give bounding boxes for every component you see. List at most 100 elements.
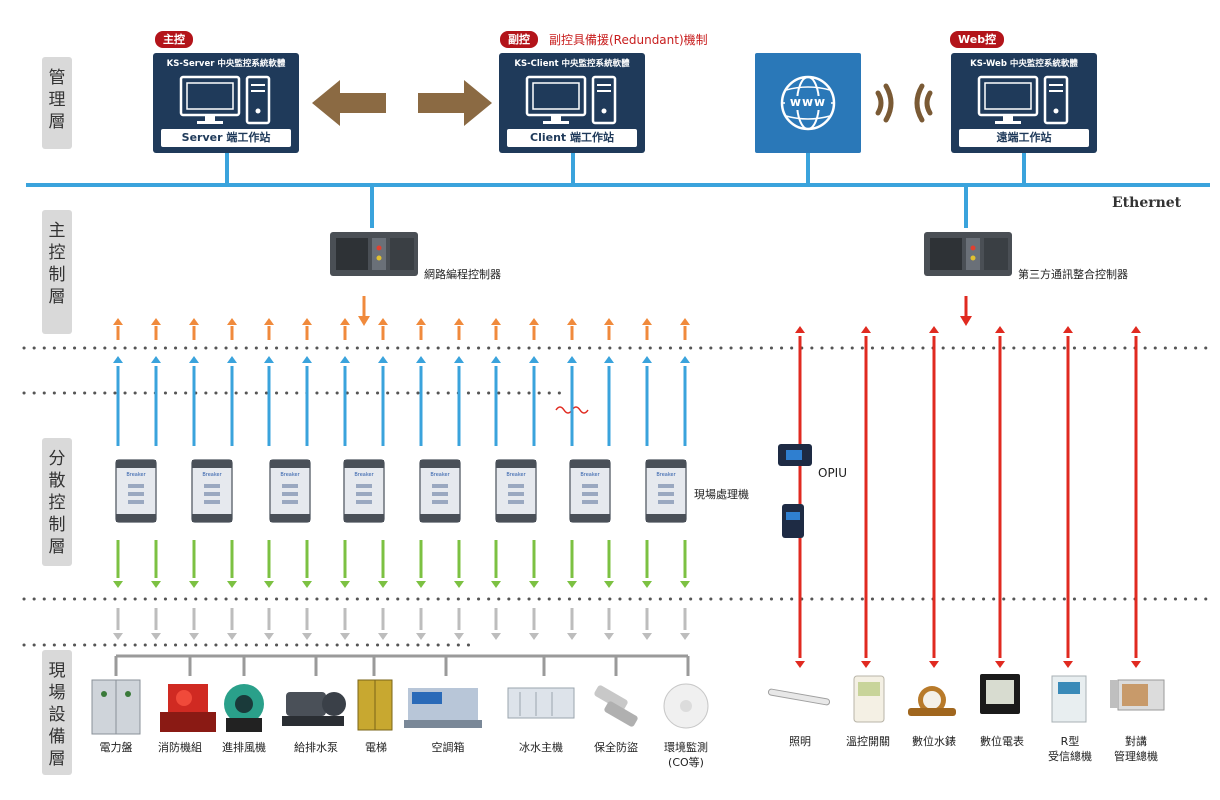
layer-label-field: 現場設備層 (42, 650, 72, 775)
equipment-chiller-icon (507, 687, 575, 719)
field-processor-module-icon: Breaker (343, 459, 385, 523)
left-arrow-column (416, 318, 426, 640)
workstation-label: Server 端工作站 (161, 129, 291, 147)
computer-icon (977, 75, 1069, 125)
left-arrow-column (302, 318, 312, 640)
module-brand-label: Breaker (202, 472, 222, 478)
equipment-fire-panel-icon (1051, 675, 1087, 723)
red-bidirectional-arrow (995, 326, 1005, 668)
left-arrow-column (567, 318, 577, 640)
field-processor-label: 現場處理機 (694, 488, 749, 501)
equipment-water-pump-icon (282, 692, 346, 726)
module-brand-label: Breaker (354, 472, 374, 478)
left-arrow-column (642, 318, 652, 640)
equipment-security-sensor-icon (594, 685, 638, 727)
workstation-web[interactable]: KS-Web 中央監控系統軟體 遠端工作站 (951, 53, 1097, 153)
equipment-label: 空調箱 (408, 740, 488, 755)
opiu-device-icon (778, 444, 812, 538)
equipment-name: 對講 (1125, 735, 1147, 748)
left-arrow-column (189, 318, 199, 640)
equipment-name: 環境監測 (664, 741, 708, 754)
equipment-label: 電梯 (336, 740, 416, 755)
equipment-label: 給排水泵 (276, 740, 356, 755)
equipment-name: 進排風機 (222, 741, 266, 754)
network-controller-icon (330, 232, 418, 276)
layer-label-main-control: 主控制層 (42, 210, 72, 334)
equipment-name: 電力盤 (99, 741, 133, 754)
field-processor-module-icon: Breaker (569, 459, 611, 523)
opiu-label: OPIU (818, 466, 848, 480)
equipment-subname: 受信總機 (1048, 750, 1092, 763)
red-bidirectional-arrow (929, 326, 939, 668)
field-processor-modules: Breaker Breaker Breaker Breaker Breaker Break… (115, 459, 687, 523)
arrow-right-icon (418, 80, 492, 126)
equipment-label: 對講管理總機 (1096, 734, 1176, 764)
equipment-label: R型受信總機 (1030, 734, 1110, 764)
equipment-subname: (CO等) (668, 756, 704, 769)
role-badge-secondary: 副控 (500, 31, 538, 48)
equipment-label: 溫控開關 (828, 734, 908, 749)
role-badge-web: Web控 (950, 31, 1005, 48)
equipment-name: 空調箱 (431, 741, 465, 754)
equipment-light-icon (767, 688, 831, 706)
ethernet-bus (26, 153, 1210, 228)
module-brand-label: Breaker (506, 472, 526, 478)
equipment-thermostat-icon (853, 675, 885, 723)
equipment-name: 冰水主機 (519, 741, 563, 754)
field-processor-module-icon: Breaker (269, 459, 311, 523)
layer-label-management: 管理層 (42, 57, 72, 149)
module-brand-label: Breaker (280, 472, 300, 478)
sync-arrows (312, 80, 492, 126)
ethernet-label: Ethernet (1112, 195, 1182, 211)
module-brand-label: Breaker (656, 472, 676, 478)
equipment-power-meter-icon (980, 674, 1020, 714)
equipment-label: 進排風機 (204, 740, 284, 755)
field-processor-module-icon: Breaker (495, 459, 537, 523)
right-signal-arrows (795, 326, 1141, 668)
equipment-label: 照明 (760, 734, 840, 749)
left-arrow-column (680, 318, 690, 640)
workstation-title: KS-Server 中央監控系統軟體 (166, 59, 286, 69)
red-bidirectional-arrow (1131, 326, 1141, 668)
role-badge-main: 主控 (155, 31, 193, 48)
equipment-intercom-icon (1110, 679, 1165, 711)
left-arrow-column (340, 318, 350, 640)
layer-label-text: 管理層 (48, 68, 66, 132)
role-note-redundant: 副控具備援(Redundant)機制 (549, 33, 708, 47)
red-bidirectional-arrow (1063, 326, 1073, 668)
equipment-label: 數位電表 (962, 734, 1042, 749)
third-party-controller-label: 第三方通訊整合控制器 (1018, 268, 1128, 281)
workstation-title: KS-Web 中央監控系統軟體 (970, 59, 1078, 69)
field-processor-module-icon: Breaker (419, 459, 461, 523)
equipment-name: 保全防盜 (594, 741, 638, 754)
layer-label-text: 主控制層 (48, 221, 66, 307)
equipment-name: 電梯 (365, 741, 387, 754)
equipment-label: 電力盤 (76, 740, 156, 755)
equipment-electric-panel-icon (91, 679, 141, 735)
equipment-elevator-icon (357, 679, 393, 731)
equipment-fire-pump-icon (160, 684, 216, 732)
equipment-subname: 管理總機 (1114, 750, 1158, 763)
field-wiring (114, 654, 690, 676)
red-bidirectional-arrow (795, 326, 805, 668)
www-label: www (789, 95, 827, 109)
workstation-title: KS-Client 中央監控系統軟體 (514, 59, 630, 69)
arrow-left-icon (312, 80, 386, 126)
equipment-water-meter-icon (908, 686, 956, 716)
equipment-label: 保全防盜 (576, 740, 656, 755)
left-arrow-column (491, 318, 501, 640)
equipment-label: 環境監測 (CO等) (646, 740, 726, 770)
computer-icon (525, 75, 617, 125)
internet-globe (755, 53, 861, 153)
red-bidirectional-arrow (861, 326, 871, 668)
layer-label-text: 現場設備層 (48, 661, 66, 769)
network-controller-label: 網路編程控制器 (424, 268, 501, 281)
module-brand-label: Breaker (430, 472, 450, 478)
workstation-client[interactable]: KS-Client 中央監控系統軟體 Client 端工作站 (499, 53, 645, 153)
left-arrow-column (454, 318, 464, 640)
equipment-name: 溫控開關 (846, 735, 890, 748)
workstation-server[interactable]: KS-Server 中央監控系統軟體 Server 端工作站 (153, 53, 299, 153)
equipment-name: 消防機組 (158, 741, 202, 754)
left-arrow-column (113, 318, 123, 640)
